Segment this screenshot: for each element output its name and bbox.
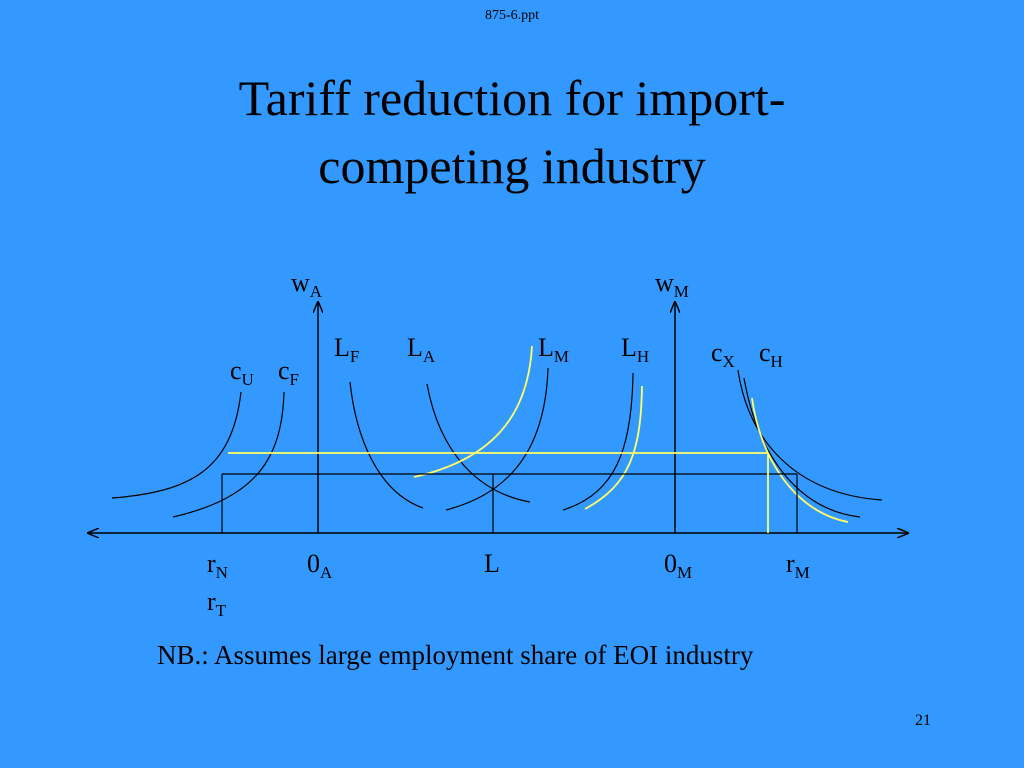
slide-title: Tariff reduction for import- competing i… — [62, 64, 962, 200]
label-cx: cX — [711, 338, 735, 371]
file-name-header: 875-6.ppt — [484, 8, 540, 23]
label-rt: rT — [207, 587, 227, 620]
curve-lm-shifted — [413, 345, 533, 478]
label-lm: LM — [538, 333, 570, 366]
label-origin-a: 0A — [307, 549, 333, 582]
label-cu: cU — [230, 356, 254, 389]
label-lh: LH — [621, 333, 650, 366]
label-origin-m: 0M — [664, 549, 693, 582]
label-lf: LF — [334, 333, 360, 366]
curve-ch — [743, 377, 861, 518]
curve-cu — [111, 391, 242, 499]
title-line-1: Tariff reduction for import- — [238, 70, 786, 126]
curve-lh — [562, 372, 634, 511]
footnote: NB.: Assumes large employment share of E… — [157, 640, 754, 670]
curve-la — [426, 383, 531, 503]
curve-lm — [445, 367, 549, 511]
curve-cf — [172, 391, 285, 518]
label-wm: wM — [655, 268, 689, 301]
label-cf: cF — [278, 356, 300, 389]
label-wa: wA — [291, 268, 323, 301]
curve-cx — [737, 369, 883, 501]
label-ch: cH — [759, 338, 783, 371]
label-labor-total: L — [484, 549, 500, 578]
label-rn: rN — [207, 549, 228, 582]
label-la: LA — [407, 333, 436, 366]
label-rm: rM — [786, 549, 810, 582]
curve-lf — [349, 381, 424, 509]
curve-cx-shifted — [751, 397, 849, 523]
title-line-2: competing industry — [318, 138, 706, 194]
page-number: 21 — [915, 712, 931, 729]
curve-lh-shifted — [584, 385, 643, 510]
